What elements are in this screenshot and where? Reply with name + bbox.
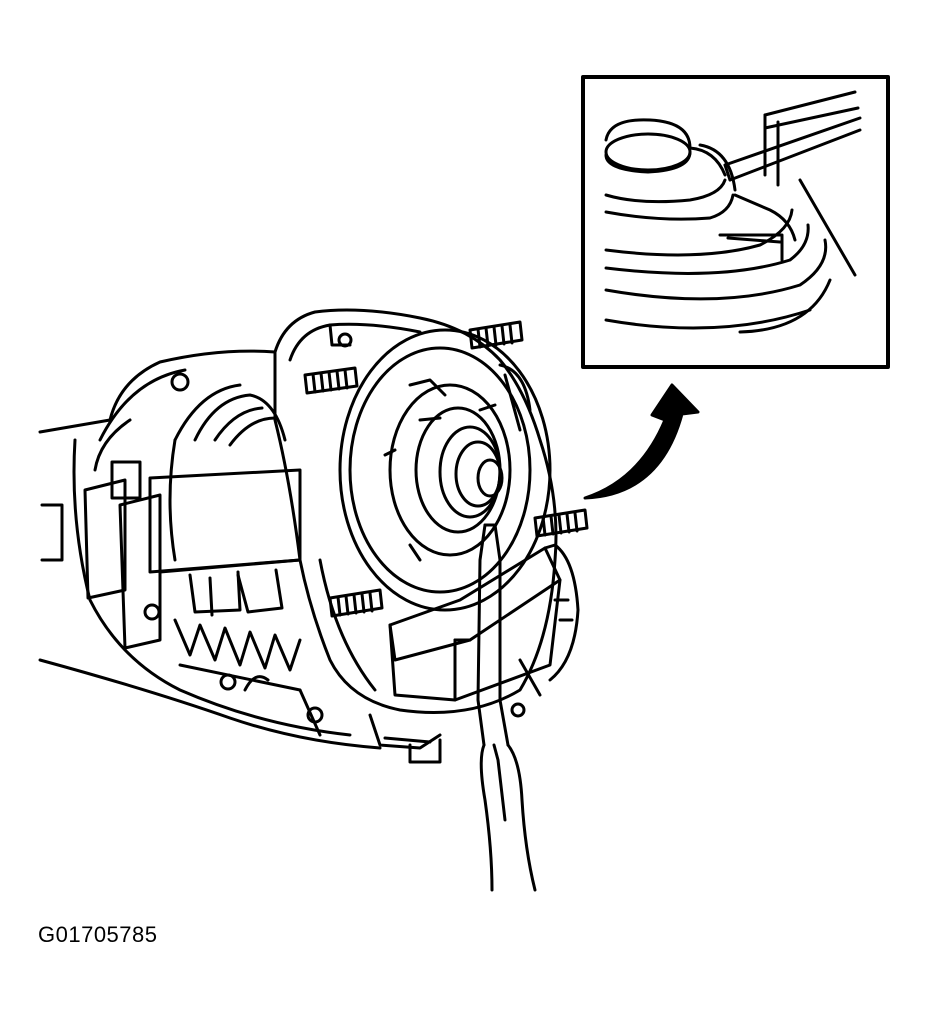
- callout-arrow: [583, 383, 700, 500]
- screwdriver: [476, 523, 537, 892]
- studs: [303, 320, 589, 618]
- transmission-housing: [38, 349, 442, 764]
- stud-top: [468, 320, 524, 350]
- seal-installer-tool: [388, 543, 580, 718]
- mounting-flange: [273, 308, 558, 714]
- detail-inset: [581, 75, 890, 369]
- detail-inset-seal-view: [604, 90, 862, 334]
- stud-bottom: [328, 588, 384, 618]
- stud-right: [533, 508, 589, 538]
- seal-assembly: [338, 328, 552, 612]
- stud-left: [303, 366, 359, 395]
- figure-id-label: G01705785: [38, 922, 158, 947]
